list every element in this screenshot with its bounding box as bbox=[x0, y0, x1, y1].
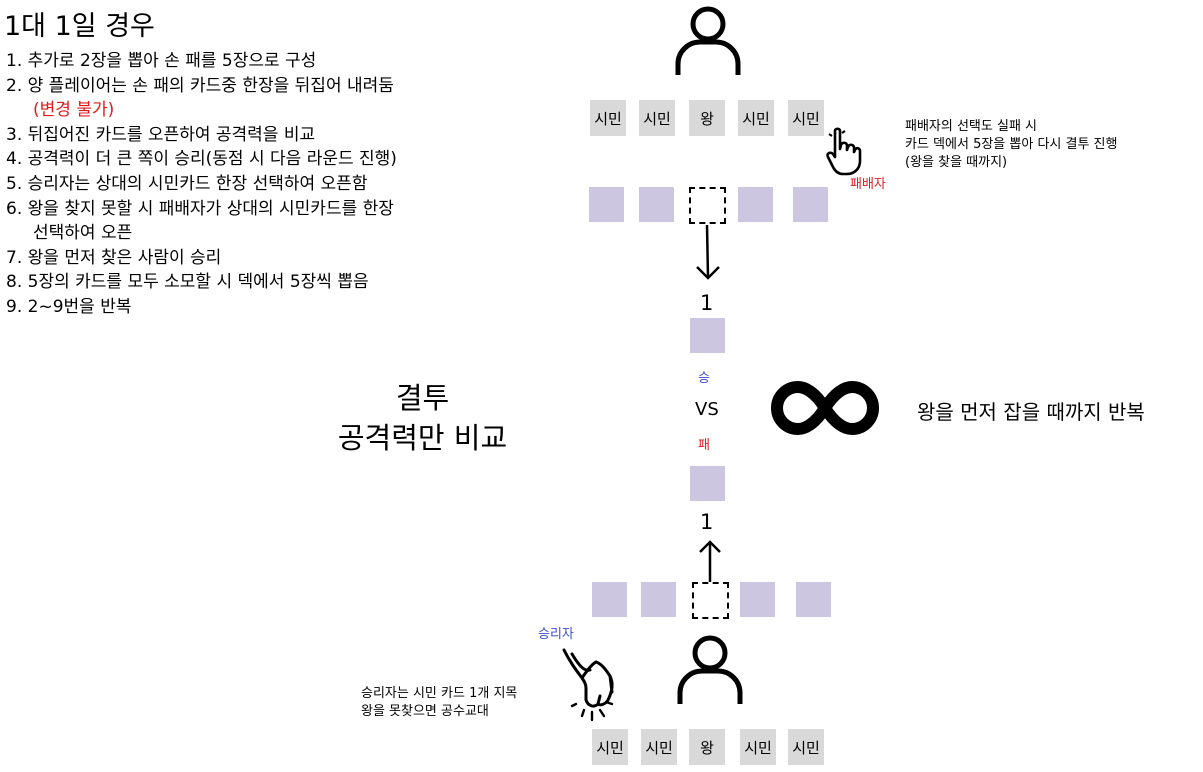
vs-label: VS bbox=[695, 399, 719, 420]
top-played-slot bbox=[689, 187, 726, 224]
bottom-hand-card[interactable]: 시민 bbox=[788, 729, 824, 765]
winner-label: 승리자 bbox=[538, 627, 574, 642]
winner-note: 승리자는 시민 카드 1개 지목 왕을 못찾으면 공수교대 bbox=[361, 686, 518, 719]
bottom-facedown-card bbox=[592, 582, 627, 617]
bottom-facedown-card bbox=[796, 582, 831, 617]
pointing-hand-icon bbox=[826, 127, 862, 176]
up-arrow-icon bbox=[699, 540, 721, 582]
lose-mark: 패 bbox=[698, 438, 710, 453]
tapping-hand-icon bbox=[562, 648, 614, 722]
top-player-icon bbox=[675, 6, 741, 75]
top-hand-card[interactable]: 시민 bbox=[788, 100, 824, 136]
top-hand-card[interactable]: 시민 bbox=[639, 100, 675, 136]
top-facedown-card bbox=[589, 187, 624, 222]
infinity-icon bbox=[771, 381, 879, 435]
rule-item: 7. 왕을 먼저 찾은 사람이 승리 bbox=[6, 247, 222, 268]
rules-list: 1. 추가로 2장을 뽑아 손 패를 5장으로 구성 2. 양 플레이어는 손 … bbox=[6, 49, 397, 320]
page-title: 1대 1일 경우 bbox=[4, 11, 155, 42]
bottom-attack-value: 1 bbox=[700, 510, 714, 534]
rule-item: 8. 5장의 카드를 모두 소모할 시 덱에서 5장씩 뽑음 bbox=[6, 272, 369, 293]
top-revealed-card bbox=[690, 318, 725, 353]
bottom-hand-card[interactable]: 시민 bbox=[740, 729, 776, 765]
loser-label: 패배자 bbox=[850, 177, 886, 192]
rule-note-warning: (변경 불가) bbox=[33, 100, 115, 121]
rule-item: 3. 뒤집어진 카드를 오픈하여 공격력을 비교 bbox=[6, 124, 316, 145]
top-hand-card[interactable]: 시민 bbox=[738, 100, 774, 136]
top-hand-card-king[interactable]: 왕 bbox=[689, 100, 725, 136]
rule-item: 2. 양 플레이어는 손 패의 카드중 한장을 뒤집어 내려둠(변경 불가) bbox=[6, 74, 397, 123]
down-arrow-icon bbox=[696, 224, 720, 280]
top-hand-card[interactable]: 시민 bbox=[590, 100, 626, 136]
bottom-revealed-card bbox=[690, 466, 725, 501]
top-facedown-card bbox=[793, 187, 828, 222]
bottom-facedown-card bbox=[740, 582, 775, 617]
repeat-text: 왕을 먼저 잡을 때까지 반복 bbox=[917, 400, 1145, 424]
top-attack-value: 1 bbox=[700, 291, 714, 315]
bottom-player-icon bbox=[677, 635, 743, 704]
rule-item: 9. 2~9번을 반복 bbox=[6, 296, 132, 317]
rule-item: 4. 공격력이 더 큰 쪽이 승리(동점 시 다음 라운드 진행) bbox=[6, 149, 397, 170]
bottom-hand-card[interactable]: 시민 bbox=[592, 729, 628, 765]
bottom-facedown-card bbox=[641, 582, 676, 617]
bottom-hand-card[interactable]: 시민 bbox=[641, 729, 677, 765]
top-facedown-card bbox=[738, 187, 773, 222]
bottom-played-slot bbox=[692, 582, 729, 619]
top-facedown-card bbox=[639, 187, 674, 222]
win-mark: 승 bbox=[698, 371, 710, 386]
loser-note: 패배자의 선택도 실패 시 카드 덱에서 5장을 뽑아 다시 결투 진행 (왕을… bbox=[905, 119, 1118, 170]
duel-title: 결투 공격력만 비교 bbox=[337, 381, 508, 455]
rule-item: 5. 승리자는 상대의 시민카드 한장 선택하여 오픈함 bbox=[6, 173, 368, 194]
rule-item: 1. 추가로 2장을 뽑아 손 패를 5장으로 구성 bbox=[6, 51, 317, 71]
bottom-hand-card-king[interactable]: 왕 bbox=[689, 729, 725, 765]
